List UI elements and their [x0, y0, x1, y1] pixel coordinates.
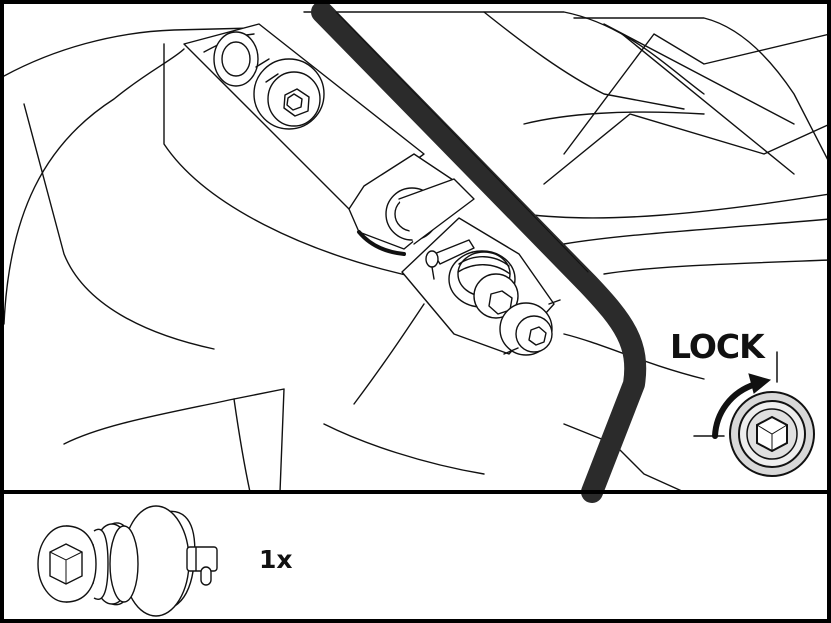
- hex-socket-bolt-icon: [729, 391, 815, 477]
- rotate-clockwise-arrow-icon: [712, 381, 759, 439]
- upper-bracket: [183, 23, 425, 210]
- part-quantity: 1x: [259, 545, 293, 574]
- clamp-plate: [348, 153, 475, 256]
- hex-socket-bolt-with-spacer-icon: [37, 505, 218, 617]
- lock-label: LOCK: [670, 327, 765, 366]
- lower-bracket: [401, 217, 561, 356]
- frame-tube: [311, 4, 647, 503]
- assembly-illustration: [4, 4, 827, 617]
- machine-body: [4, 11, 827, 493]
- lock-detail: [693, 351, 815, 477]
